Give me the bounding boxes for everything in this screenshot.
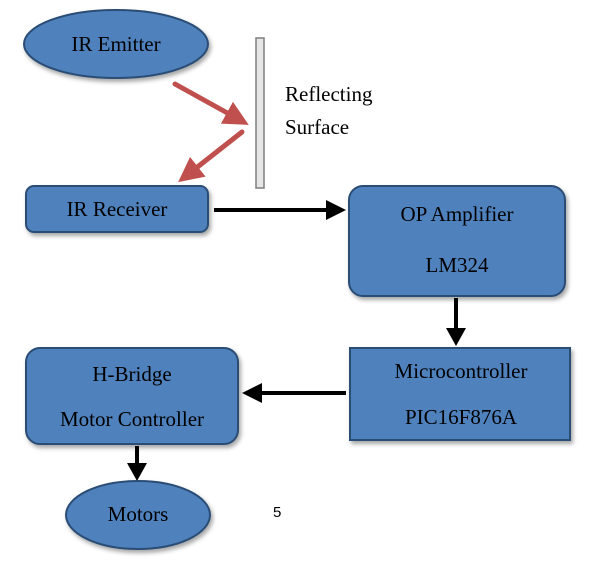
microcontroller-label-line2: PIC16F876A — [405, 405, 518, 429]
h-bridge-label-line2: Motor Controller — [60, 407, 204, 431]
ir-receiver-label: IR Receiver — [67, 197, 168, 221]
page-number: 5 — [273, 504, 281, 521]
arrow-amplifier-to-microcontroller-head — [446, 328, 466, 346]
arrow-microcontroller-to-hbridge — [242, 383, 346, 403]
reflecting-surface-bar — [255, 37, 265, 189]
arrow-amplifier-to-microcontroller — [446, 298, 466, 346]
ir-emitter-label: IR Emitter — [71, 32, 160, 56]
arrow-microcontroller-to-hbridge-head — [242, 383, 262, 403]
arrow-hbridge-to-motors — [127, 446, 147, 481]
ir-beam-reflected-arrow — [178, 129, 245, 183]
microcontroller-label-line1: Microcontroller — [395, 359, 528, 383]
reflecting-surface-label-line2: Surface — [285, 115, 349, 139]
h-bridge-shape — [25, 347, 239, 445]
motors-node: Motors — [65, 480, 211, 550]
microcontroller-node: Microcontroller PIC16F876A — [349, 347, 571, 441]
op-amplifier-label-line1: OP Amplifier — [401, 202, 514, 226]
microcontroller-shape — [349, 347, 571, 441]
op-amplifier-node: OP Amplifier LM324 — [348, 185, 566, 297]
ir-beam — [172, 81, 249, 183]
reflecting-surface: Reflecting Surface — [255, 37, 373, 189]
h-bridge-node: H-Bridge Motor Controller — [25, 347, 239, 445]
op-amplifier-shape — [348, 185, 566, 297]
h-bridge-label-line1: H-Bridge — [92, 362, 171, 386]
op-amplifier-label-line2: LM324 — [426, 253, 490, 277]
reflecting-surface-label-line1: Reflecting — [285, 82, 373, 106]
motors-label: Motors — [108, 502, 169, 526]
arrow-hbridge-to-motors-head — [127, 463, 147, 481]
ir-emitter-shape — [23, 9, 209, 79]
arrow-receiver-to-amplifier-head — [326, 200, 346, 220]
arrow-receiver-to-amplifier — [214, 200, 346, 220]
ir-receiver-node: IR Receiver — [25, 185, 209, 233]
ir-emitter-node: IR Emitter — [23, 9, 209, 79]
ir-receiver-shape — [25, 185, 209, 233]
motors-shape — [65, 480, 211, 550]
ir-beam-incident-arrow — [172, 81, 249, 125]
